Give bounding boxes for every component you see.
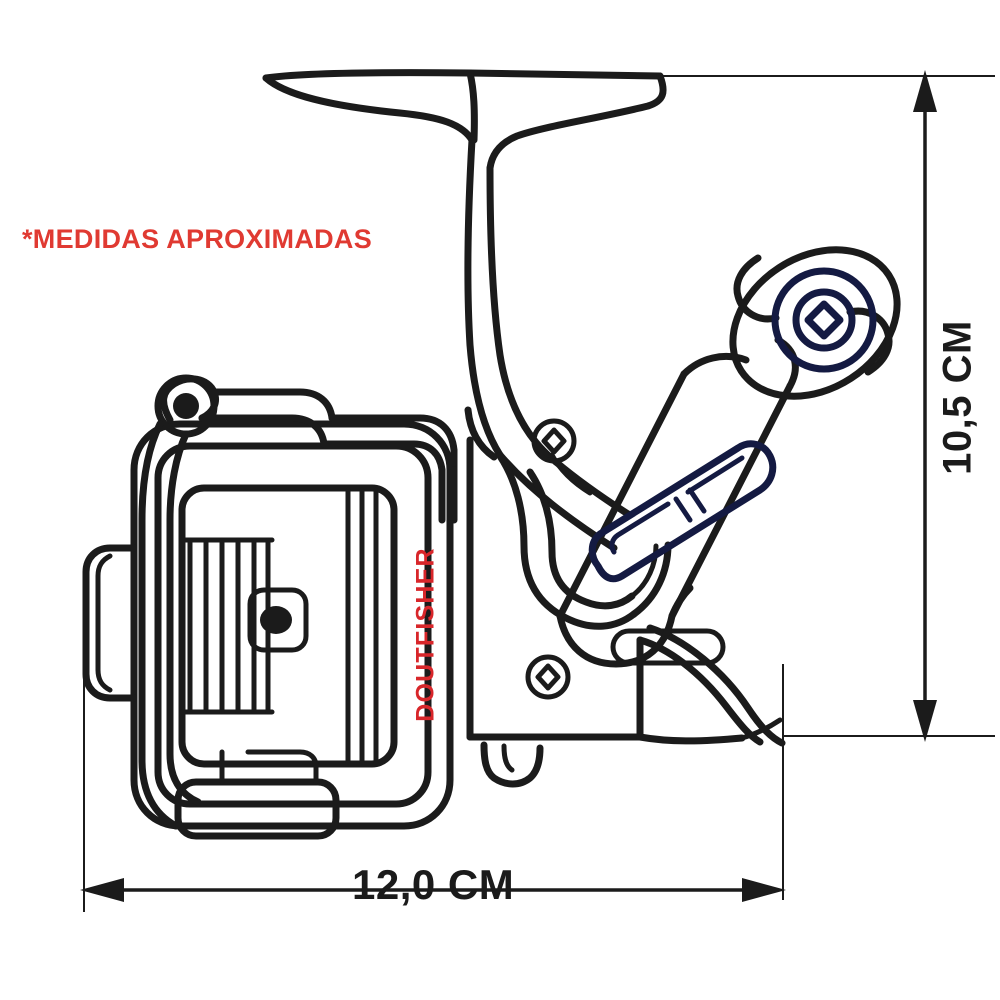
vertical-dimension-label: 10,5 CM [935, 320, 980, 475]
arrowhead-left [80, 878, 124, 902]
handle-knob[interactable] [705, 220, 924, 427]
front-drag-knob[interactable] [82, 544, 138, 702]
horizontal-dimension [80, 664, 786, 912]
handle-arm-inlay [588, 440, 777, 583]
rotor [496, 452, 672, 630]
arrowhead-up [913, 70, 937, 112]
reel-body-housing [464, 406, 786, 788]
vertical-dimension [660, 70, 995, 900]
brand-label-doutfisher: DOUTFISHER [411, 547, 440, 722]
arrowhead-down [913, 700, 937, 742]
horizontal-dimension-label: 12,0 CM [352, 861, 515, 908]
bail-support-leg [138, 420, 202, 830]
reel-foot [262, 69, 667, 172]
arrowhead-right [742, 878, 786, 902]
body-screw-upper [531, 418, 577, 464]
line-wraps-on-spool [179, 537, 275, 715]
spool-hub [247, 587, 309, 653]
body-screw-lower [525, 654, 571, 700]
approximate-measures-note: *MEDIDAS APROXIMADAS [22, 224, 373, 254]
